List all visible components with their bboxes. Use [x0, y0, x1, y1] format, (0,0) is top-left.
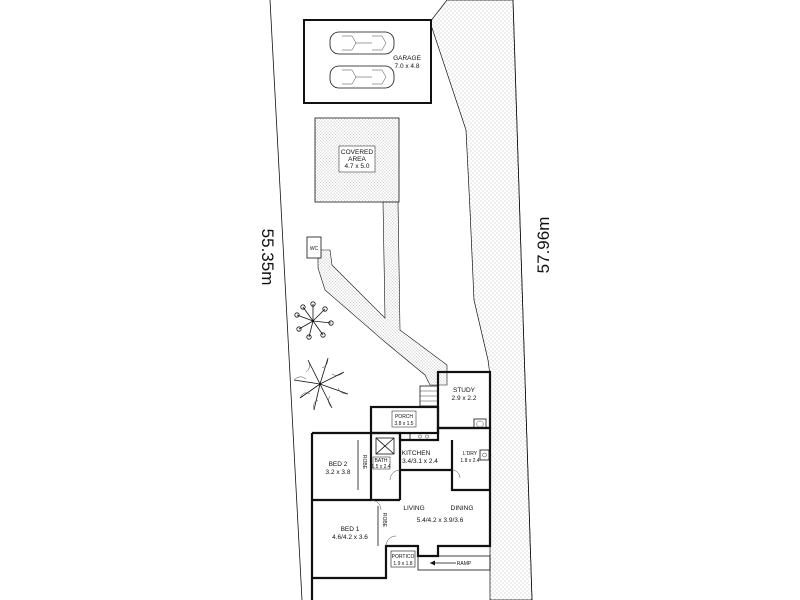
tree-icon — [293, 357, 349, 411]
bed2-dims: 3.2 x 3.8 — [326, 469, 351, 476]
kitchen-dims: 3.4/3.1 x 2.4 — [402, 458, 438, 465]
living-dining-dims: 5.4/4.2 x 3.9/3.6 — [417, 517, 464, 524]
stair-box — [375, 437, 395, 455]
covered-area: COVERED AREA 4.7 x 5.0 — [314, 117, 400, 203]
garden-path — [317, 201, 448, 386]
dining-label: DINING — [451, 505, 474, 512]
garage: GARAGE 7.0 x 4.8 — [303, 19, 432, 104]
laundry-dims: 1.8 x 2.4 — [460, 458, 479, 464]
bed1-label: BED 1 — [341, 526, 360, 533]
wc-label: WC — [310, 246, 319, 252]
wc: WC — [306, 236, 322, 259]
living-label: LIVING — [403, 505, 424, 512]
driveway — [429, 0, 533, 600]
garage-dims: 7.0 x 4.8 — [395, 63, 420, 70]
porch-room — [369, 405, 440, 435]
study-label: STUDY — [453, 387, 476, 394]
garage-label: GARAGE — [393, 55, 421, 62]
covered-area-label-1: COVERED — [341, 149, 373, 156]
kitchen-label: KITCHEN — [402, 450, 431, 457]
house: STUDY 2.9 x 2.2 PORCH 3.8 x 1.5 BED 2 3.… — [310, 370, 492, 600]
boundary-left-length: 55.35m — [258, 229, 277, 286]
steps — [419, 385, 439, 407]
tree-icon — [294, 301, 334, 340]
robe-label-bed1: ROBE — [381, 513, 387, 528]
covered-area-dims: 4.7 x 5.0 — [345, 163, 370, 170]
toilet-icon — [473, 418, 487, 429]
car-icon — [329, 31, 395, 55]
bed2-label: BED 2 — [329, 461, 348, 468]
study-dims: 2.9 x 2.2 — [452, 395, 477, 402]
porch-dims: 3.8 x 1.5 — [394, 421, 413, 427]
robe-label-bed2: ROBE — [361, 455, 367, 470]
ramp-label: RAMP — [457, 561, 472, 567]
door-swings — [370, 469, 461, 547]
bath-label: BATH — [375, 458, 388, 464]
porch-label: PORCH — [395, 414, 413, 420]
portico-dims: 1.9 x 1.8 — [393, 561, 412, 567]
bed1-dims: 4.6/4.2 x 3.6 — [332, 534, 368, 541]
portico-label: PORTICO — [392, 554, 415, 560]
car-icon — [329, 65, 395, 89]
boundary-right-length: 57.96m — [534, 217, 553, 274]
sink-icon — [479, 449, 490, 461]
laundry-label: L'DRY — [463, 451, 478, 457]
kitchen-bench — [409, 432, 439, 441]
ramp: RAMP — [417, 555, 491, 571]
bath-dims: 1.5 x 2.4 — [371, 464, 390, 470]
covered-area-label-2: AREA — [348, 156, 366, 163]
